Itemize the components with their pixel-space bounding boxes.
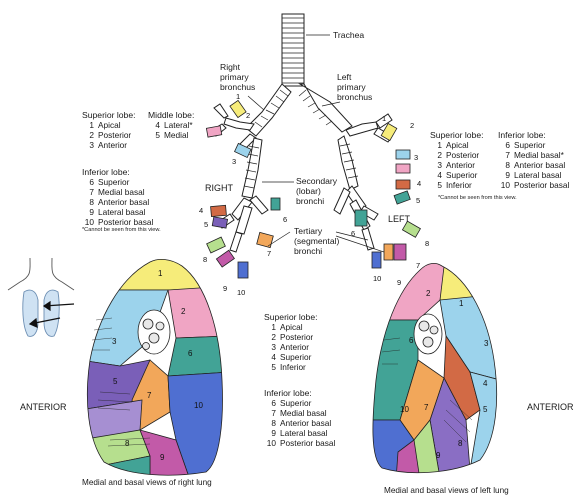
secondary-bronchi-label: Secondary(lobar)bronchi (296, 176, 338, 207)
svg-text:5: 5 (113, 377, 118, 386)
svg-text:1: 1 (459, 299, 464, 308)
left-primary-bronchus (298, 83, 353, 133)
svg-text:3: 3 (232, 157, 236, 166)
svg-text:9: 9 (223, 284, 227, 293)
svg-text:2: 2 (410, 121, 414, 130)
svg-text:2: 2 (246, 111, 250, 120)
svg-text:4: 4 (483, 379, 488, 388)
svg-text:4: 4 (199, 206, 203, 215)
svg-text:2: 2 (181, 307, 186, 316)
right-primary-bronchus (245, 83, 292, 137)
svg-text:3: 3 (112, 337, 117, 346)
pointer-lines (247, 34, 385, 253)
svg-text:3: 3 (484, 339, 489, 348)
svg-text:7: 7 (267, 249, 271, 258)
svg-text:5: 5 (204, 220, 208, 229)
anterior-label-right: ANTERIOR (20, 402, 67, 412)
left-side-label: LEFT (388, 214, 411, 224)
left-lung-numbers: 2 1 3 6 4 5 7 10 8 9 (400, 289, 489, 460)
svg-text:10: 10 (237, 288, 245, 297)
bronchial-tree (211, 13, 393, 253)
svg-text:8: 8 (125, 439, 130, 448)
trachea (281, 13, 305, 87)
body-outline-thumbnail (7, 257, 75, 337)
left-lung-caption: Medial and basal views of left lung (384, 486, 509, 495)
left-lung (372, 262, 498, 474)
right-lung (86, 258, 223, 476)
svg-text:9: 9 (436, 451, 441, 460)
anterior-label-left: ANTERIOR (527, 402, 574, 412)
svg-text:7: 7 (147, 391, 152, 400)
svg-text:8: 8 (425, 239, 429, 248)
trachea-label: Trachea (333, 30, 365, 40)
svg-text:9: 9 (397, 278, 401, 287)
svg-text:7: 7 (424, 403, 429, 412)
svg-text:5: 5 (483, 405, 488, 414)
svg-text:1: 1 (382, 114, 386, 123)
right-side-label: RIGHT (205, 183, 233, 193)
svg-text:1: 1 (236, 92, 240, 101)
svg-text:10: 10 (373, 274, 381, 283)
svg-text:6: 6 (188, 349, 193, 358)
left-legend-note: *Cannot be seen from this view. (438, 195, 517, 201)
svg-text:6: 6 (351, 229, 355, 238)
right-lung-numbers: 1 2 3 5 6 7 10 8 9 (112, 269, 203, 462)
svg-text:10: 10 (400, 405, 409, 414)
segmental-bronchi-left (354, 122, 421, 269)
thumbnail-arrows (28, 300, 75, 328)
svg-text:10: 10 (194, 401, 203, 410)
segmental-bronchi-right (205, 99, 281, 279)
svg-text:3: 3 (414, 153, 418, 162)
right-lung-caption: Medial and basal views of right lung (82, 478, 212, 487)
svg-text:4: 4 (417, 179, 421, 188)
svg-text:8: 8 (458, 439, 463, 448)
svg-text:9: 9 (160, 453, 165, 462)
svg-text:6: 6 (283, 215, 287, 224)
tertiary-bronchi-label: Tertiary(segmental)bronchi (294, 226, 340, 257)
svg-text:7: 7 (416, 261, 420, 270)
svg-text:1: 1 (158, 269, 163, 278)
svg-text:8: 8 (203, 255, 207, 264)
svg-text:6: 6 (409, 336, 414, 345)
svg-text:5: 5 (416, 196, 420, 205)
svg-text:2: 2 (426, 289, 431, 298)
